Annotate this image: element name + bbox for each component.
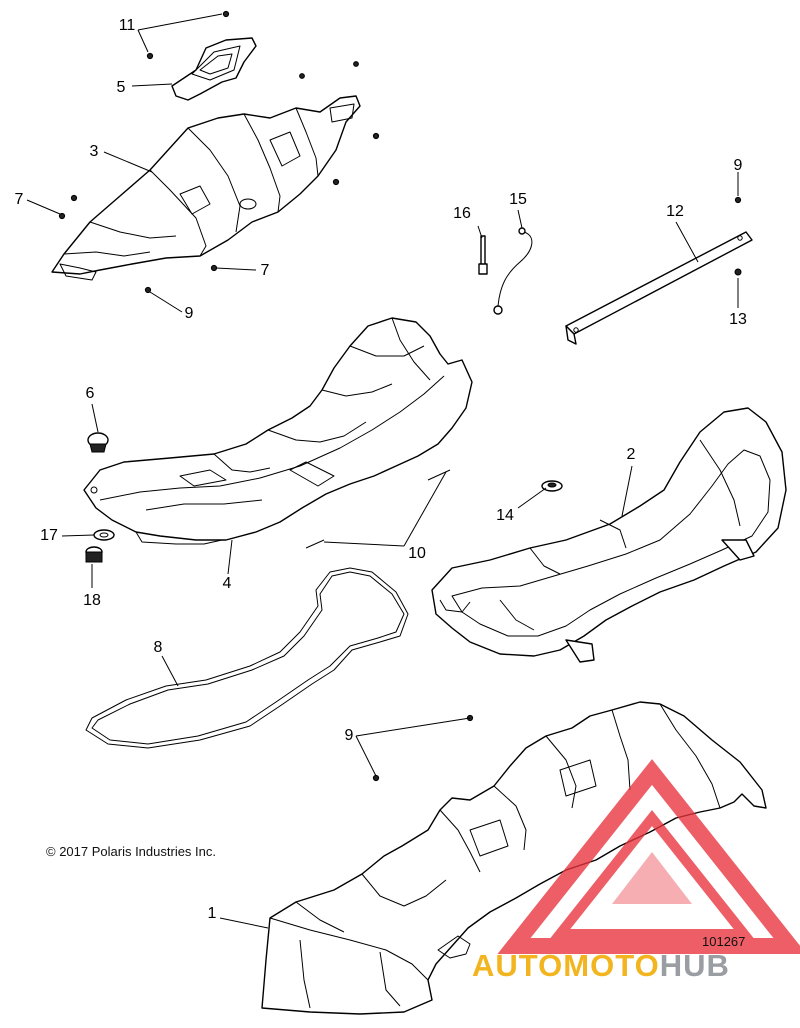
leader-lines	[26, 13, 739, 929]
callout-13: 13	[729, 311, 747, 328]
part-16-pin	[478, 235, 488, 275]
part-5-bracket	[171, 37, 257, 101]
part-9-screw-a	[144, 132, 380, 294]
callout-18: 18	[83, 592, 101, 609]
part-14-disc	[541, 480, 563, 492]
part-7-screw-right	[210, 264, 218, 272]
watermark-logo	[497, 759, 800, 954]
callout-15: 15	[509, 191, 527, 208]
part-18-grommet	[85, 546, 103, 563]
callout-7-right: 7	[260, 262, 270, 279]
watermark-brand-text: AUTOMOTOHUB	[472, 948, 730, 984]
callout-16: 16	[453, 205, 471, 222]
part-11-screw	[146, 10, 230, 60]
brand-moto: MOTO	[563, 948, 660, 983]
callout-12: 12	[666, 203, 684, 220]
callout-6: 6	[85, 385, 95, 402]
part-4-lower-panel	[83, 317, 473, 545]
callout-9-right: 9	[733, 157, 743, 174]
callout-1: 1	[207, 905, 217, 922]
part-7-screw-left	[58, 194, 78, 220]
part-15-wire	[493, 227, 533, 315]
brand-hub: HUB	[659, 948, 730, 983]
brand-auto: AUTO	[472, 948, 564, 983]
part-12-strap	[565, 231, 753, 345]
part-2-console-tub	[431, 407, 787, 663]
part-13-nut	[734, 268, 742, 276]
callout-5: 5	[116, 79, 126, 96]
callout-8: 8	[153, 639, 163, 656]
copyright-notice: © 2017 Polaris Industries Inc.	[46, 844, 216, 859]
part-3-upper-cover	[51, 95, 361, 281]
part-8-seal	[85, 567, 409, 749]
callout-14: 14	[496, 507, 514, 524]
callout-17: 17	[40, 527, 58, 544]
callout-10: 10	[408, 545, 426, 562]
callout-7-left: 7	[14, 191, 24, 208]
callout-4: 4	[222, 575, 232, 592]
callout-11: 11	[118, 17, 136, 34]
callout-2: 2	[626, 446, 636, 463]
callout-9-lower: 9	[344, 727, 354, 744]
part-9-screw-b	[734, 196, 742, 204]
part-10-pins	[305, 469, 451, 549]
part-17-washer	[93, 529, 115, 541]
callout-3: 3	[89, 143, 99, 160]
drawing-id: 101267	[702, 934, 746, 949]
callout-9-left: 9	[184, 305, 194, 322]
part-6-fastener	[87, 432, 109, 453]
